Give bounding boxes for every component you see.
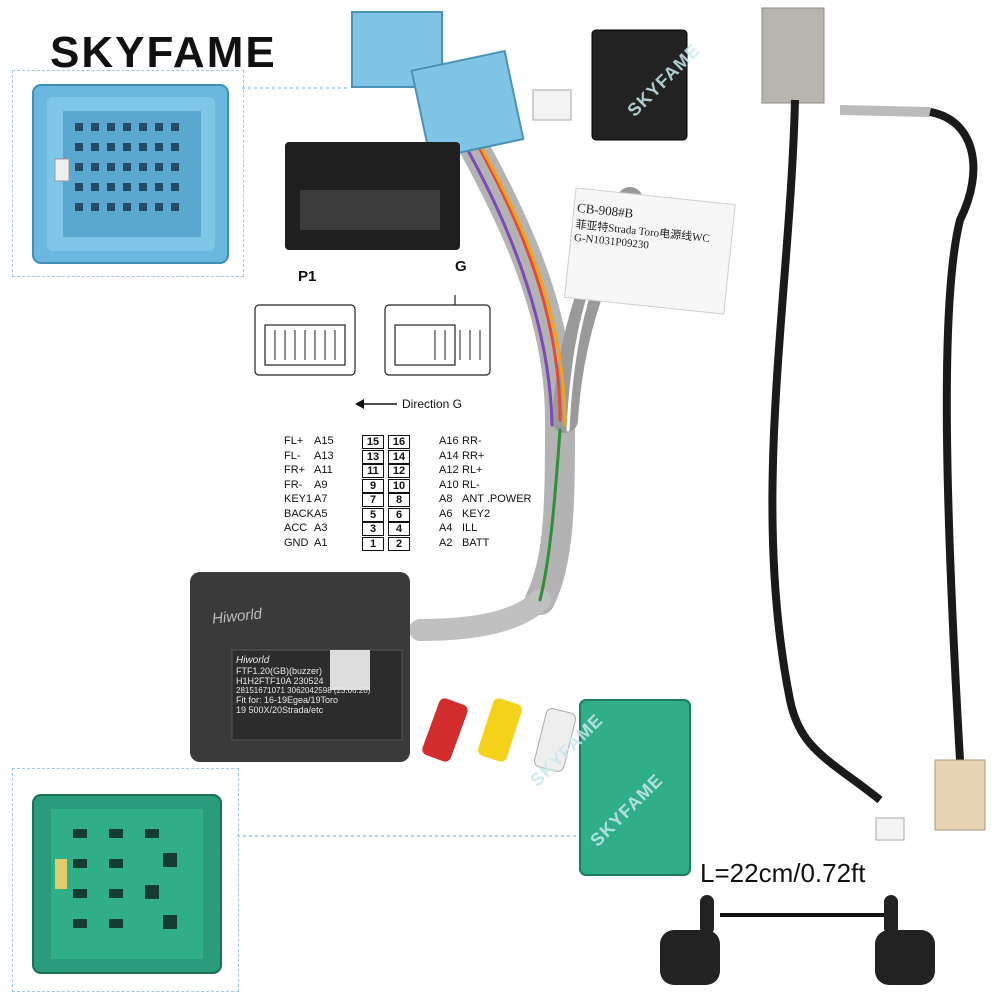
pin-code-right: A6 xyxy=(439,507,453,520)
pin-func-right: RL+ xyxy=(462,464,483,476)
pin-func-right: ANT .POWER xyxy=(462,493,532,505)
connector-view-diagram xyxy=(254,295,491,376)
length-label: L=22cm/0.72ft xyxy=(700,858,866,888)
module-sticker-line1: FTF1.20(GB)(buzzer) xyxy=(236,666,323,676)
pin-number-right: 8 xyxy=(388,493,410,507)
hand-icon-left xyxy=(660,895,720,985)
direction-label: Direction G xyxy=(402,397,463,411)
blue-connector-inset xyxy=(12,70,244,277)
pin-number-left: 5 xyxy=(362,507,384,522)
pin-code-left: A1 xyxy=(314,536,328,549)
pin-number-left: 13 xyxy=(362,449,384,464)
arrow-left-icon xyxy=(355,399,397,409)
pin-func-left: KEY1 xyxy=(284,493,313,505)
pin-func-left: FL+ xyxy=(284,435,304,447)
pin-number-right: 2 xyxy=(388,536,410,551)
pin-number-left: 3 xyxy=(362,522,384,536)
pin-code-left: A7 xyxy=(314,493,328,505)
pin-code-left: A11 xyxy=(314,464,333,476)
module-sticker: Hiworld FTF1.20(GB)(buzzer) H1H2FTF10A 2… xyxy=(236,655,370,715)
pin-number-right: 16 xyxy=(388,435,410,449)
pin-func-left: FR+ xyxy=(284,464,306,476)
pin-number-left: 11 xyxy=(362,464,384,478)
green-connector-inset xyxy=(12,768,239,992)
blue-connector-face-image xyxy=(32,84,229,264)
green-connector-face-image xyxy=(32,794,222,974)
pin-code-right: A2 xyxy=(439,536,453,549)
pin-code-left: A15 xyxy=(314,435,334,447)
pin-func-left: GND xyxy=(284,536,309,549)
pin-func-right: RR+ xyxy=(462,449,485,462)
pin-number-right: 6 xyxy=(388,507,410,522)
hand-icon-right xyxy=(875,895,935,985)
connector-view-label-p1: P1 xyxy=(298,268,317,285)
pin-code-right: A16 xyxy=(439,435,459,447)
pin-func-left: FL- xyxy=(284,449,301,462)
pin-code-right: A10 xyxy=(439,478,459,491)
pin-func-right: BATT xyxy=(462,536,490,549)
pin-code-right: A8 xyxy=(439,493,453,505)
pin-func-right: RR- xyxy=(462,435,482,447)
pin-number-left: 1 xyxy=(362,536,384,551)
pin-func-right: KEY2 xyxy=(462,507,491,520)
pin-number-left: 9 xyxy=(362,478,384,493)
pin-number-right: 14 xyxy=(388,449,410,464)
pin-func-left: FR- xyxy=(284,478,303,491)
module-sticker-line3: 28151671071 3062042598 (23.06.20) xyxy=(236,686,371,695)
pin-number-left: 7 xyxy=(362,493,384,507)
pin-code-left: A3 xyxy=(314,522,328,534)
connector-view-label-g: G xyxy=(455,258,467,275)
module-sticker-line4: Fit for: 16-19Egea/19Toro xyxy=(236,695,339,705)
pin-code-right: A14 xyxy=(439,449,459,462)
pin-number-right: 4 xyxy=(388,522,410,536)
brand-logo: SKYFAME xyxy=(50,28,277,77)
pin-code-right: A4 xyxy=(439,522,453,534)
pin-code-left: A5 xyxy=(314,507,328,520)
pin-func-left: ACC xyxy=(284,522,308,534)
pin-func-right: ILL xyxy=(462,522,478,534)
pin-func-right: RL- xyxy=(462,478,480,491)
module-sticker-brand: Hiworld xyxy=(236,655,270,666)
module-sticker-line5: 19 500X/20Strada/etc xyxy=(236,705,324,715)
pin-number-left: 15 xyxy=(362,435,384,449)
module-sticker-line2: H1H2FTF10A 230524 xyxy=(236,676,324,686)
pin-code-right: A12 xyxy=(439,464,459,476)
pin-code-left: A13 xyxy=(314,449,334,462)
pin-number-right: 12 xyxy=(388,464,410,478)
pin-func-left: BACK xyxy=(284,507,314,520)
pin-number-right: 10 xyxy=(388,478,410,493)
pin-code-left: A9 xyxy=(314,478,328,491)
